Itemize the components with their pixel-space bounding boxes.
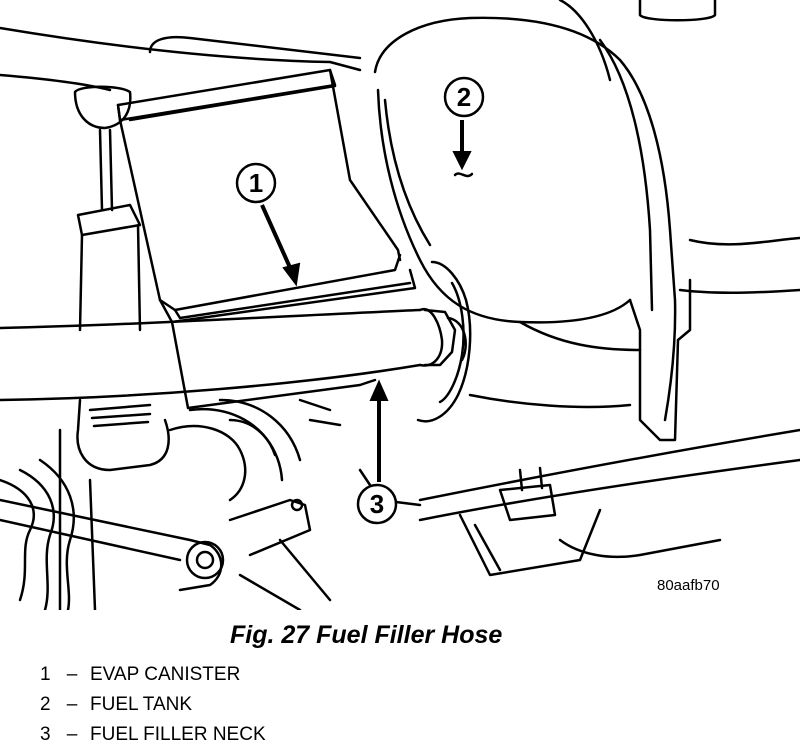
legend-item-number: 3	[40, 724, 51, 745]
legend-item: 1–EVAP CANISTER	[40, 660, 266, 690]
track-bar-bracket	[0, 468, 422, 610]
legend-item: 3–FUEL FILLER NECK	[40, 720, 266, 750]
shock-absorber	[58, 85, 170, 610]
legend-item-separator: –	[66, 694, 78, 715]
drawing-id-label: 80aafb70	[657, 577, 720, 594]
callout-1-number: 1	[249, 168, 263, 198]
legend-item-label: EVAP CANISTER	[90, 664, 241, 685]
legend-item-separator: –	[66, 664, 78, 685]
legend-item-separator: –	[66, 724, 78, 745]
legend-item-number: 2	[40, 694, 51, 715]
callout-3: 3	[356, 379, 398, 525]
legend-item-number: 1	[40, 664, 51, 685]
legend-item-label: FUEL TANK	[90, 694, 193, 715]
legend-item: 2–FUEL TANK	[40, 690, 266, 720]
frame-structure	[0, 0, 800, 294]
figure-caption: Fig. 27 Fuel Filler Hose	[230, 621, 503, 649]
suspension-spring	[0, 398, 342, 610]
fuel-filler-hose	[0, 308, 467, 402]
callout-legend: 1–EVAP CANISTER 2–FUEL TANK 3–FUEL FILLE…	[40, 660, 266, 750]
callout-1: 1	[235, 162, 301, 287]
fuel-filler-hose-illustration: 1 2 3	[0, 0, 800, 610]
legend-item-label: FUEL FILLER NECK	[90, 724, 266, 745]
crossmember	[418, 428, 800, 577]
callout-2-number: 2	[457, 82, 471, 112]
callout-2: 2	[443, 76, 485, 171]
fuel-tank	[373, 16, 692, 442]
evap-canister	[116, 68, 417, 410]
callout-3-number: 3	[370, 489, 384, 519]
